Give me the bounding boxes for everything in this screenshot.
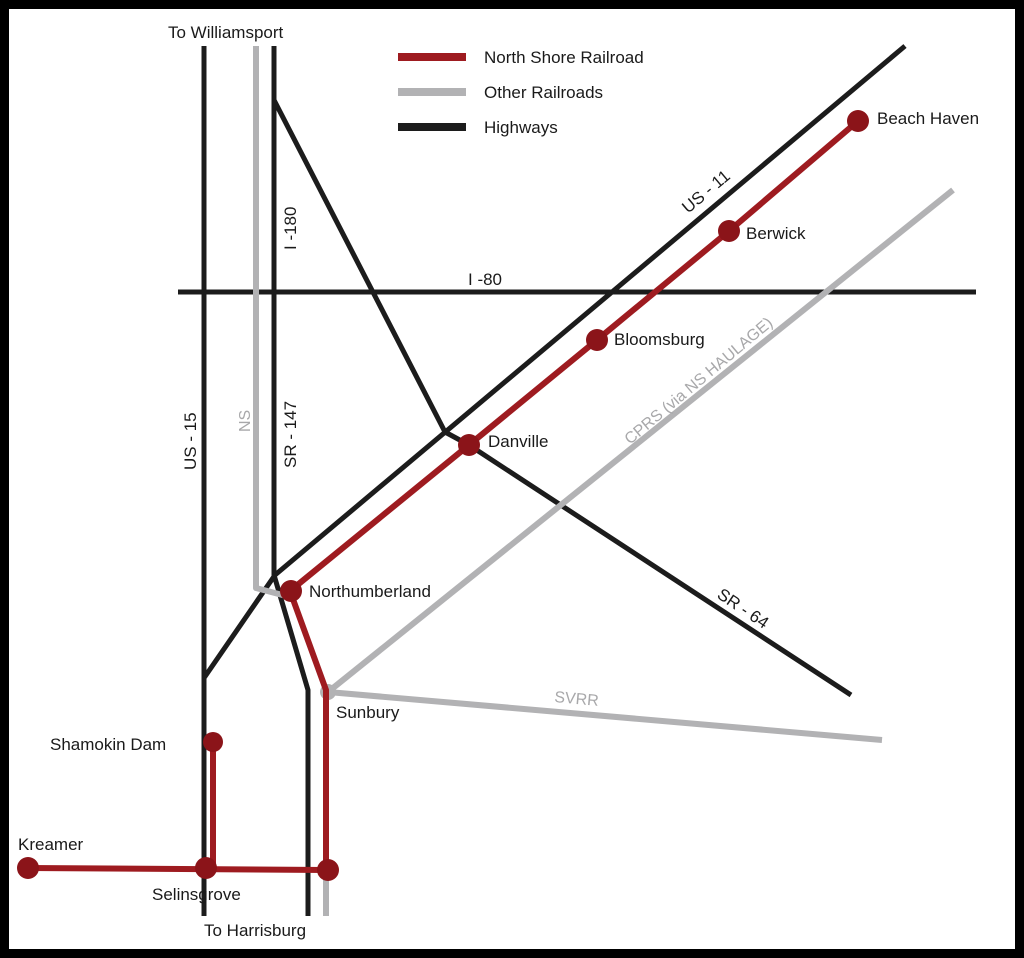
legend: North Shore Railroad Other Railroads Hig… [398,48,644,137]
station-berwick[interactable] [718,220,740,242]
railroad-svrr [327,689,883,743]
legend-label-highway: Highways [484,118,558,137]
railroad-cprs [326,187,955,695]
station-bloomsburg[interactable] [586,329,608,351]
railroad-ns [253,46,291,600]
label-danville: Danville [488,432,548,451]
label-to-williamsport: To Williamsport [168,23,284,42]
station-beach-haven[interactable] [847,110,869,132]
label-beach-haven: Beach Haven [877,109,979,128]
label-sr147: SR - 147 [281,401,300,468]
label-svrr: SVRR [554,689,600,710]
label-us15: US - 15 [181,412,200,470]
label-northumberland: Northumberland [309,582,431,601]
station-shamokin-dam[interactable] [203,732,223,752]
station-selinsgrove[interactable] [195,857,217,879]
label-to-harrisburg: To Harrisburg [204,921,306,940]
highway-i180-sr147 [271,46,311,916]
label-ns: NS [237,410,254,432]
map-background [9,9,1015,949]
label-berwick: Berwick [746,224,806,243]
north-shore-west-branch [27,865,327,873]
label-i80: I -80 [468,270,502,289]
highway-us11 [201,44,907,680]
label-selinsgrove: Selinsgrove [152,885,241,904]
station-danville[interactable] [458,434,480,456]
legend-label-other: Other Railroads [484,83,603,102]
station-sunbury-south[interactable] [317,859,339,881]
label-bloomsburg: Bloomsburg [614,330,705,349]
station-kreamer[interactable] [17,857,39,879]
station-northumberland[interactable] [280,580,302,602]
highway-sr64 [271,98,853,698]
label-kreamer: Kreamer [18,835,84,854]
label-i180: I -180 [281,207,300,250]
label-shamokin-dam: Shamokin Dam [50,735,166,754]
legend-label-north-shore: North Shore Railroad [484,48,644,67]
label-sunbury: Sunbury [336,703,400,722]
